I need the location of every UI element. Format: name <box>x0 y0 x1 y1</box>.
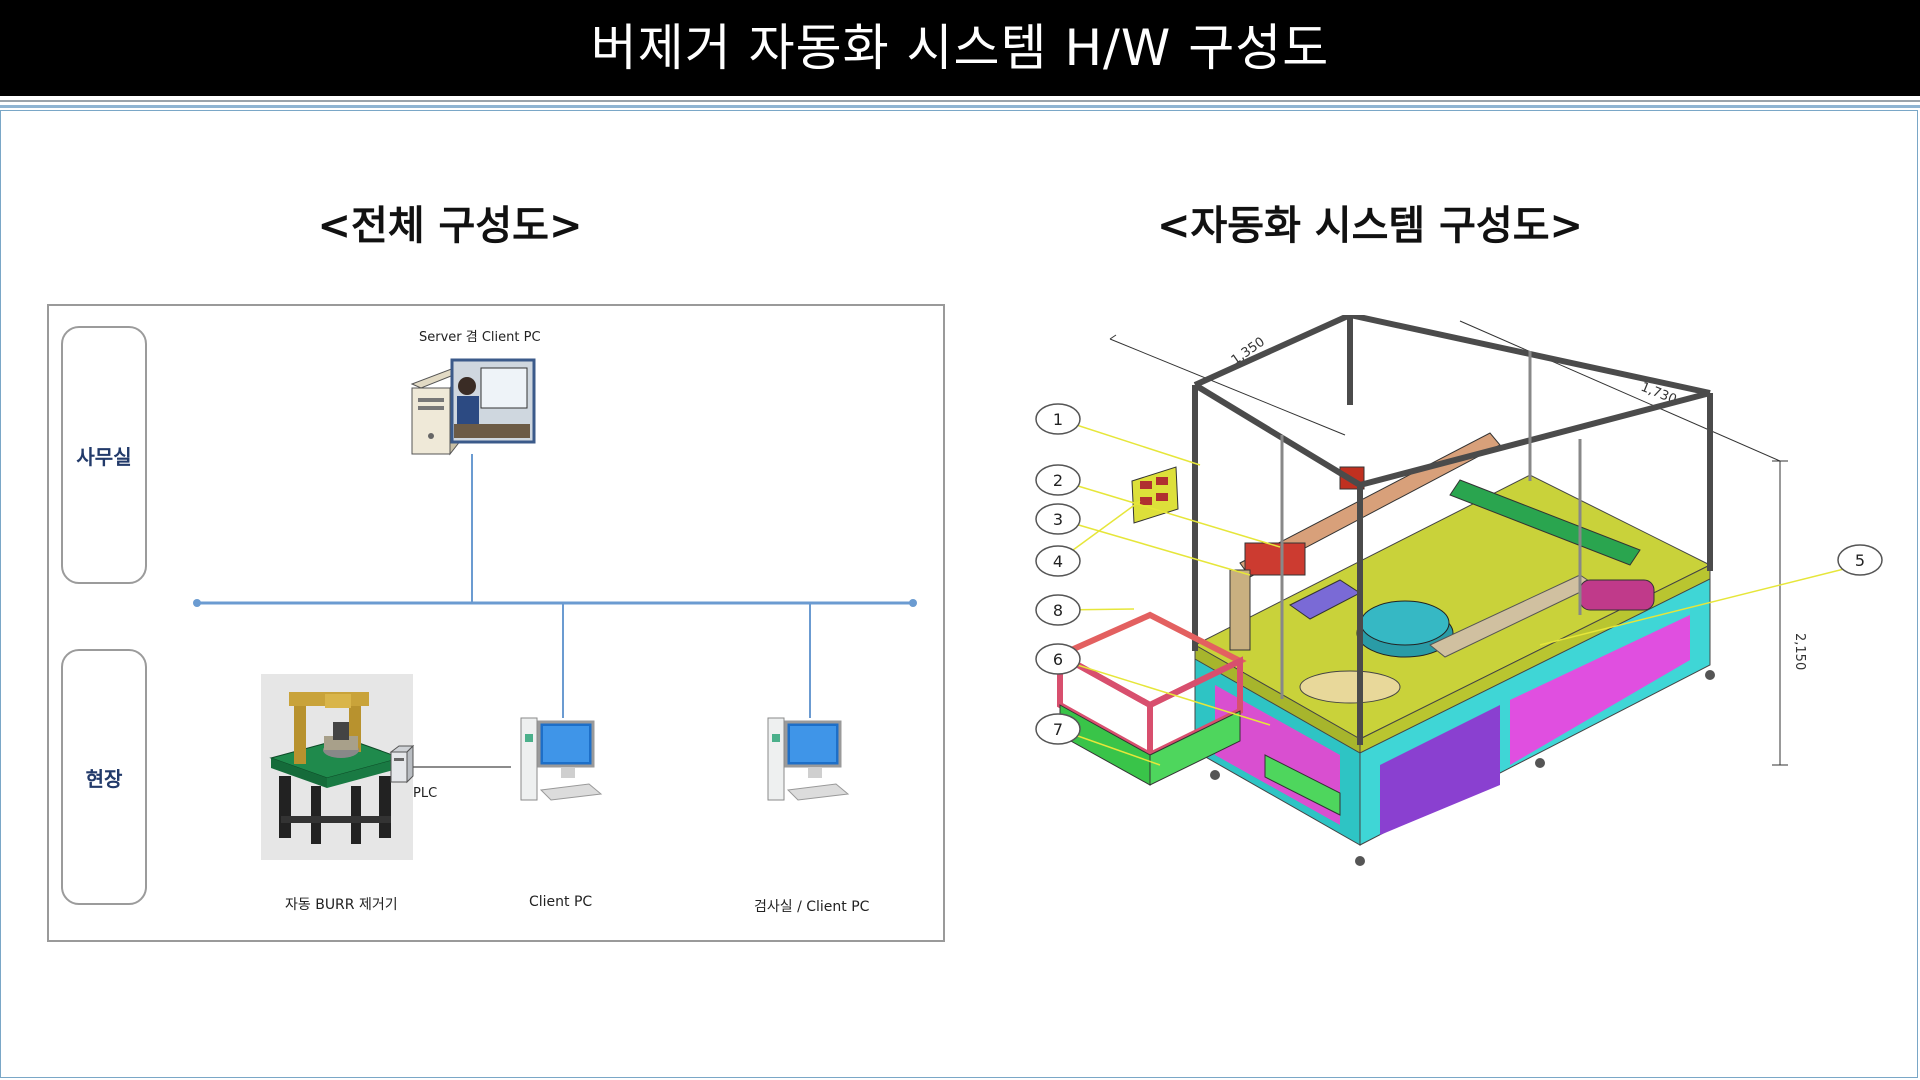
callout-1: 1 <box>1035 403 1081 435</box>
title-bar: 버제거 자동화 시스템 H/W 구성도 <box>0 0 1920 96</box>
automation-system-title: <자동화 시스템 구성도> <box>1156 203 1584 249</box>
callout-2: 2 <box>1035 464 1081 496</box>
client-pc-icon <box>520 717 603 801</box>
page-title: 버제거 자동화 시스템 H/W 구성도 <box>590 19 1330 77</box>
callout-6: 6 <box>1035 643 1081 675</box>
title-divider-accent <box>0 105 1920 108</box>
overall-diagram-title: <전체 구성도> <box>317 203 583 249</box>
client-pc-label: Client PC <box>529 894 593 910</box>
server-label: Server 겸 Client PC <box>419 330 541 345</box>
svg-text:6: 6 <box>1053 650 1063 669</box>
backbone-end-left <box>193 599 201 607</box>
plc-icon <box>389 744 415 784</box>
svg-text:4: 4 <box>1053 552 1063 571</box>
callout-7: 7 <box>1035 713 1081 745</box>
content-frame <box>0 110 1918 1078</box>
zone-field: 현장 <box>61 649 147 905</box>
callout-3: 3 <box>1035 503 1081 535</box>
svg-text:8: 8 <box>1053 601 1063 620</box>
machine-drawing: 1,350 1,730 2,150 <box>1020 312 1900 955</box>
title-divider <box>0 100 1920 102</box>
callout-5: 5 <box>1837 544 1883 576</box>
zone-office: 사무실 <box>61 326 147 584</box>
dim-line-depth <box>1459 320 1781 462</box>
zone-office-label: 사무실 <box>76 445 132 469</box>
svg-text:2: 2 <box>1053 471 1063 490</box>
backbone-end-right <box>909 599 917 607</box>
svg-text:1: 1 <box>1053 410 1063 429</box>
svg-text:7: 7 <box>1053 720 1063 739</box>
dim-height-label: 2,150 <box>1792 633 1807 670</box>
machine-illustration: 1,350 1,730 2,150 <box>1053 312 1861 866</box>
server-computer-icon <box>410 358 536 456</box>
network-lines <box>193 358 917 860</box>
burr-machine-label: 자동 BURR 제거기 <box>285 897 398 913</box>
inspection-pc-label: 검사실 / Client PC <box>754 899 870 915</box>
callout-8: 8 <box>1035 594 1081 626</box>
svg-text:3: 3 <box>1053 510 1063 529</box>
zone-field-label: 현장 <box>85 767 123 791</box>
dim-line-width <box>1109 338 1346 436</box>
inspection-pc-icon <box>767 717 850 801</box>
plc-label: PLC <box>413 786 438 801</box>
svg-text:5: 5 <box>1855 551 1865 570</box>
callout-4: 4 <box>1035 545 1081 577</box>
callout-markers: 1 2 3 4 8 6 7 5 <box>1035 403 1883 745</box>
network-diagram-panel: 사무실 현장 <box>47 304 945 942</box>
burr-machine-image <box>261 674 413 860</box>
